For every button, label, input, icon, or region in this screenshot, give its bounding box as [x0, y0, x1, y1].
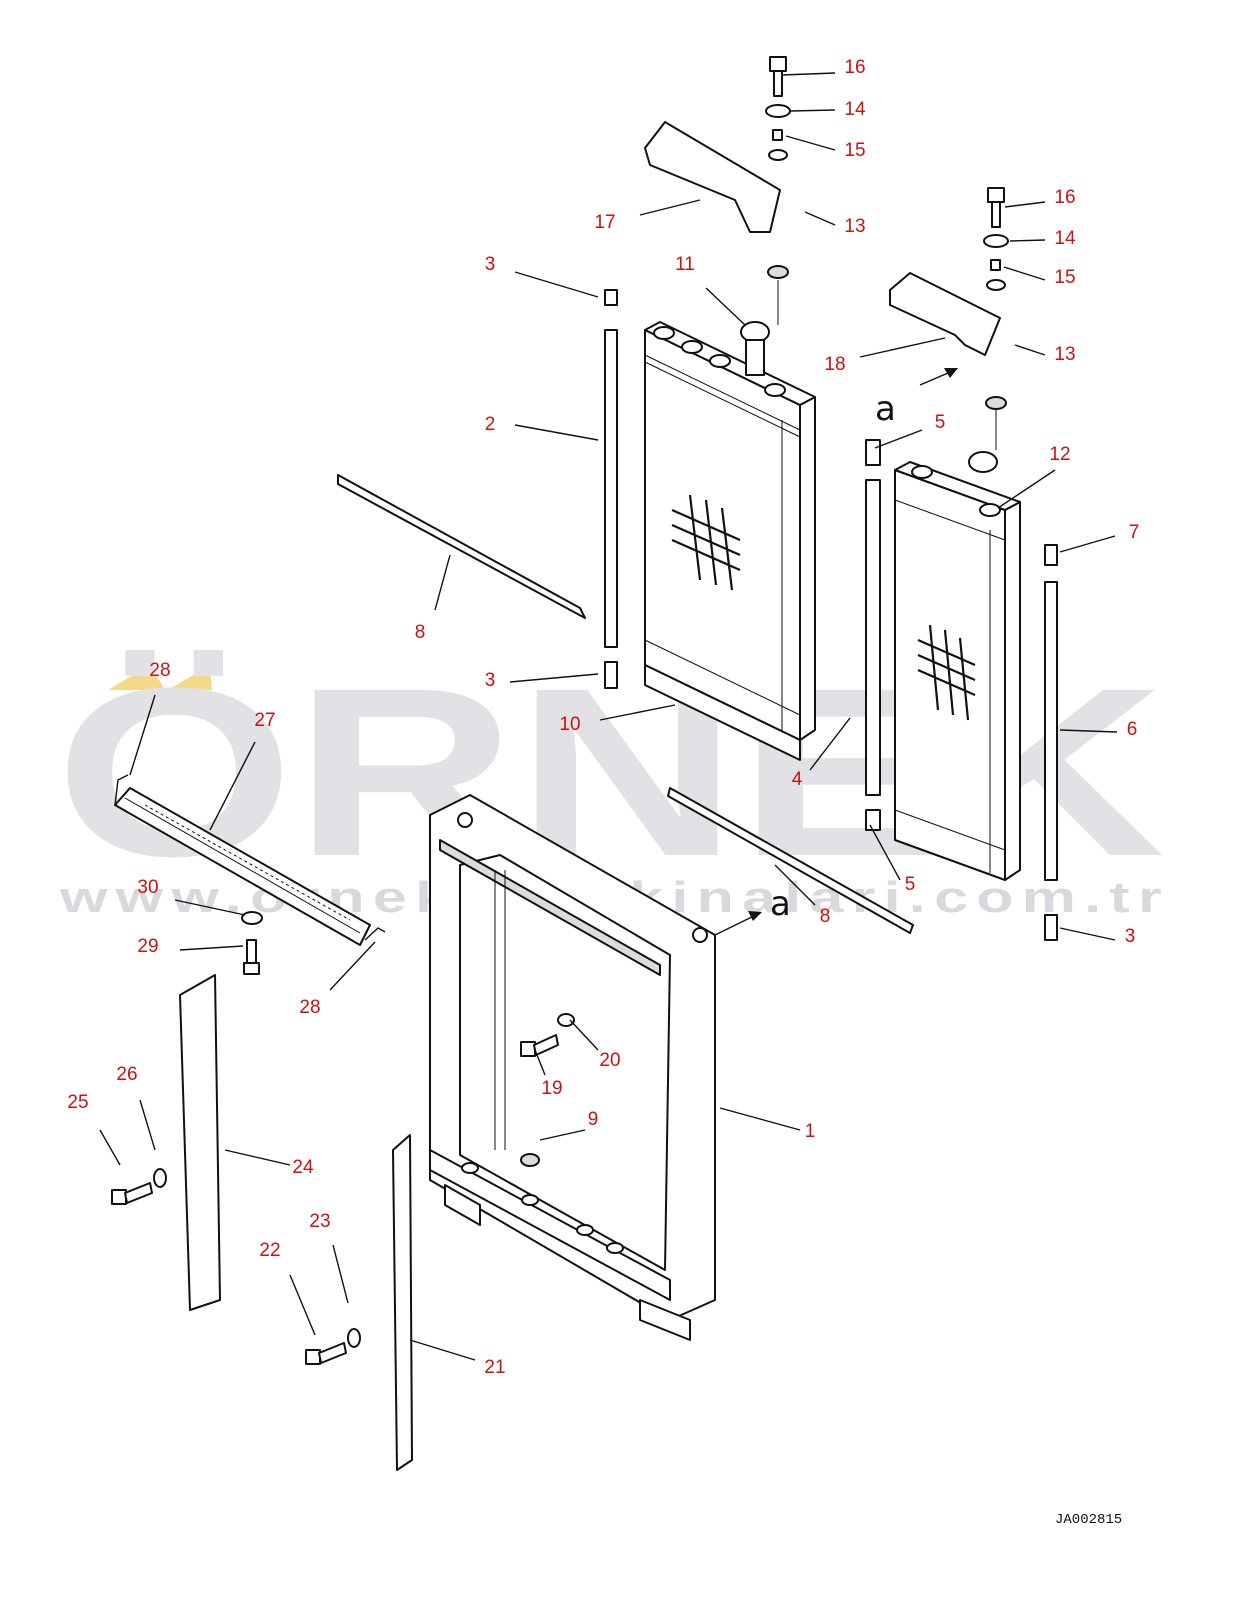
part-label-28: 28: [299, 997, 320, 1018]
leader-line-11: [705, 287, 746, 326]
part-label-21: 21: [484, 1357, 505, 1378]
leader-line-27: [209, 741, 256, 831]
part-label-26: 26: [116, 1064, 137, 1085]
part-label-18: 18: [824, 354, 845, 375]
part-label-17: 17: [594, 212, 615, 233]
leader-line-29: [179, 945, 244, 951]
watermark-accent-right: [168, 665, 212, 690]
leader-line-12: [997, 469, 1056, 509]
part-label-5: 5: [935, 412, 946, 433]
part-label-28: 28: [149, 660, 170, 681]
part-label-16: 16: [844, 57, 865, 78]
part-label-3: 3: [1125, 926, 1136, 947]
part-label-27: 27: [254, 710, 275, 731]
side-plate-right: [392, 1134, 413, 1471]
leader-line-30: [174, 899, 246, 916]
view-marker-bottom: a: [770, 884, 791, 924]
leader-line-22: [289, 1274, 316, 1336]
leader-line-5: [869, 824, 901, 881]
leader-line-2: [514, 424, 599, 441]
leader-line-28: [329, 941, 376, 991]
leader-line-20: [569, 1019, 599, 1051]
leader-line-18: [859, 337, 946, 358]
leader-line-3: [1059, 927, 1116, 941]
leader-line-6: [1059, 729, 1118, 733]
leader-line-8: [434, 554, 451, 611]
leader-line-7: [1059, 535, 1116, 553]
leader-line-13: [804, 211, 836, 226]
part-label-15: 15: [844, 140, 865, 161]
part-label-16: 16: [1054, 187, 1075, 208]
leader-line-10: [599, 704, 676, 721]
leader-line-17: [639, 199, 701, 216]
part-label-13: 13: [844, 216, 865, 237]
view-arrows: a a: [714, 368, 958, 936]
leader-line-3: [509, 673, 599, 683]
part-label-25: 25: [67, 1092, 88, 1113]
drawing-code: JA002815: [1055, 1512, 1122, 1528]
part-label-12: 12: [1049, 444, 1070, 465]
part-label-20: 20: [599, 1050, 620, 1071]
upper-bracket-left: [644, 121, 781, 233]
leader-line-14: [1009, 239, 1046, 242]
part-label-23: 23: [309, 1211, 330, 1232]
part-label-3: 3: [485, 254, 496, 275]
side-plate-left: [179, 974, 221, 1311]
leader-line-4: [809, 717, 851, 771]
part-label-7: 7: [1129, 522, 1140, 543]
secondary-cooler: [894, 451, 1021, 881]
leader-line-23: [332, 1244, 349, 1304]
leader-line-14: [789, 109, 836, 112]
view-marker-top: a: [875, 389, 896, 429]
leader-lines: [99, 72, 1118, 1361]
part-label-14: 14: [844, 99, 866, 120]
lower-left-bracket: [114, 774, 386, 946]
leader-line-19: [534, 1049, 546, 1076]
part-label-15: 15: [1054, 267, 1075, 288]
radiator-frame: [429, 794, 716, 1341]
part-label-5: 5: [905, 874, 916, 895]
bolt-stack-right: [983, 187, 1009, 450]
leader-line-21: [409, 1339, 476, 1361]
leader-line-13: [1014, 344, 1046, 356]
radiator-cap: [740, 321, 770, 376]
part-label-8: 8: [415, 622, 426, 643]
part-label-10: 10: [559, 714, 580, 735]
leader-line-25: [99, 1129, 121, 1166]
part-label-9: 9: [588, 1109, 599, 1130]
part-label-19: 19: [541, 1078, 562, 1099]
watermark-accent-left: [108, 665, 165, 690]
part-label-4: 4: [792, 769, 803, 790]
leader-line-8: [774, 864, 816, 906]
part-label-24: 24: [292, 1157, 314, 1178]
part-label-1: 1: [805, 1121, 816, 1142]
leader-line-26: [139, 1099, 156, 1151]
leader-line-3: [514, 271, 599, 298]
part-label-8: 8: [820, 906, 831, 927]
leader-line-5: [874, 429, 923, 449]
part-label-2: 2: [485, 414, 496, 435]
upper-bracket-right: [889, 272, 1001, 356]
leader-line-28: [129, 694, 156, 776]
part-label-22: 22: [259, 1240, 280, 1261]
leader-line-15: [785, 135, 836, 151]
part-label-14: 14: [1054, 228, 1076, 249]
part-label-13: 13: [1054, 344, 1075, 365]
part-label-29: 29: [137, 936, 158, 957]
seal-strips: [337, 289, 1058, 941]
part-label-11: 11: [675, 254, 695, 275]
small-bolts: [111, 911, 575, 1365]
leader-line-16: [781, 72, 836, 76]
leader-line-16: [1004, 201, 1046, 208]
part-label-6: 6: [1127, 719, 1138, 740]
leader-line-24: [224, 1149, 291, 1166]
leader-line-9: [539, 1129, 586, 1141]
leader-line-15: [1003, 266, 1046, 281]
main-radiator: [644, 321, 816, 761]
part-label-3: 3: [485, 670, 496, 691]
leader-line-1: [719, 1107, 801, 1131]
part-label-30: 30: [137, 877, 158, 898]
